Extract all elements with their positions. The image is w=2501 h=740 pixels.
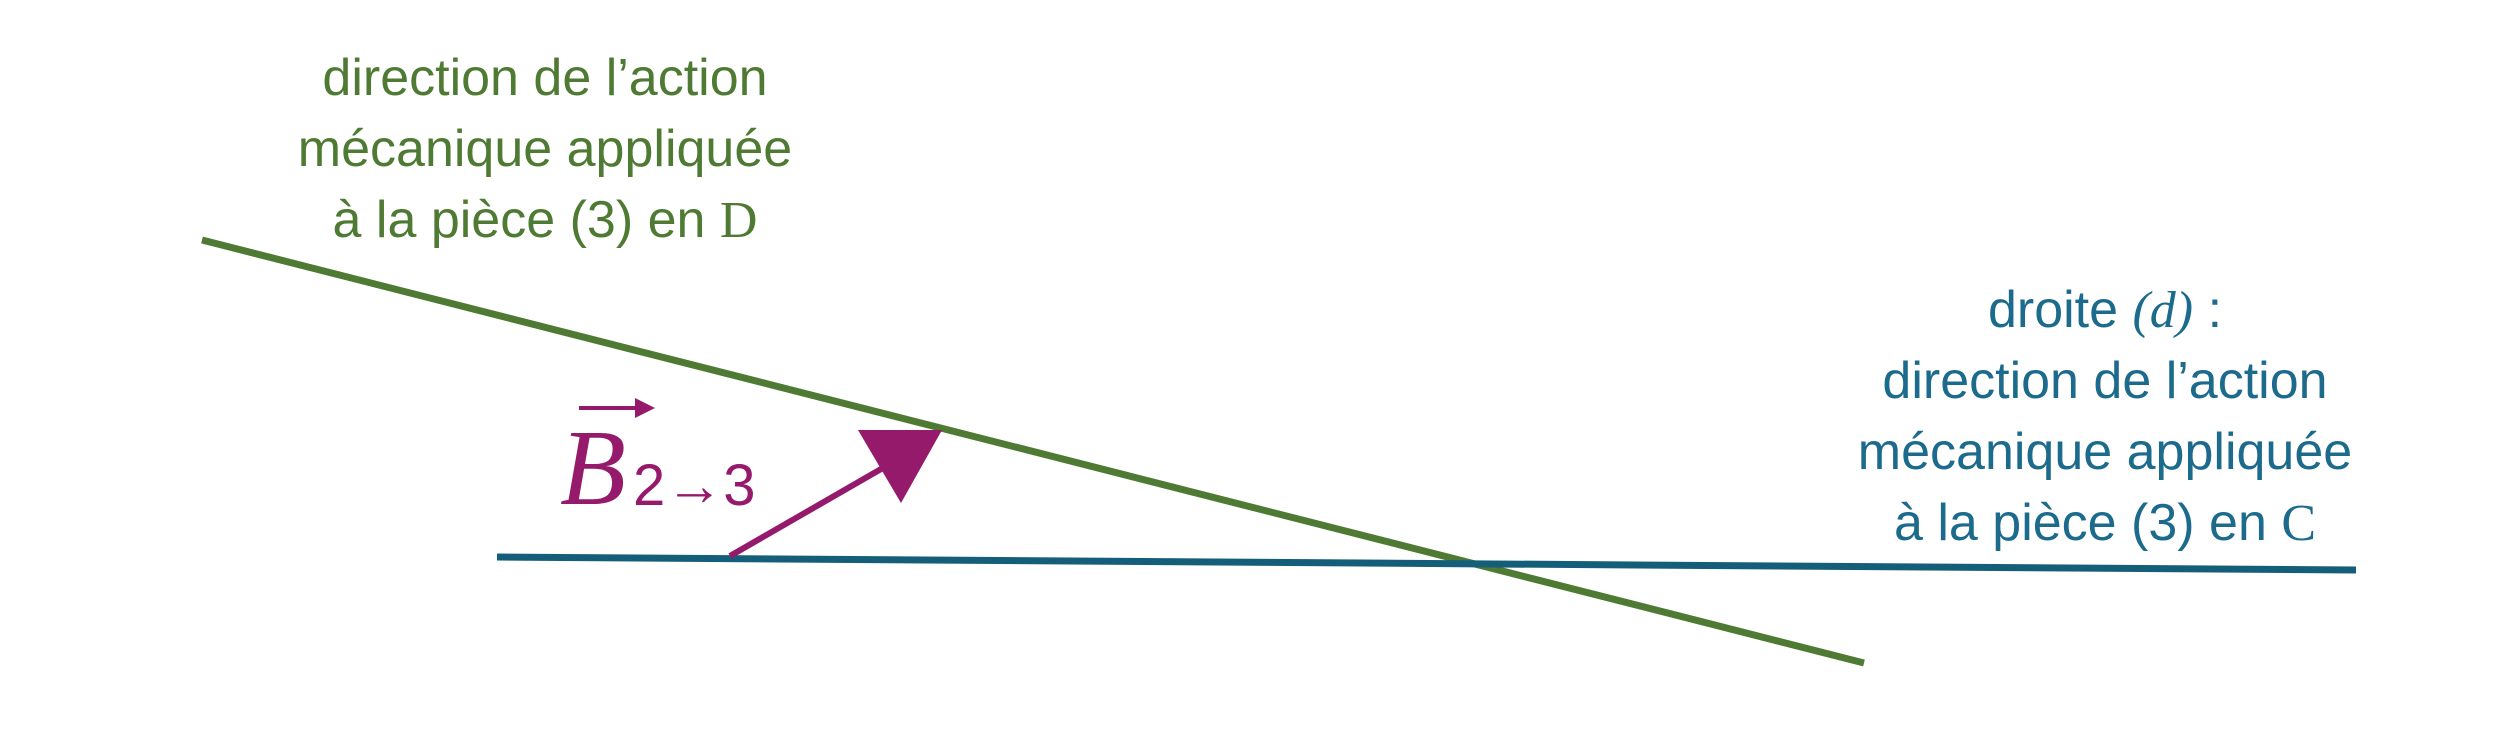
- label-d-point: D: [719, 192, 758, 249]
- vector-overarrow-icon: [579, 398, 655, 418]
- label-c-line3: mécanique appliquée: [1857, 423, 2353, 481]
- label-c-line2: direction de l’action: [1882, 352, 2328, 410]
- label-direction-c: droite (d) : direction de l’action mécan…: [1780, 275, 2430, 559]
- vector-subscript: 2→3: [633, 453, 756, 518]
- line-direction-d: [201, 236, 1865, 667]
- line-direction-c: [496, 553, 2357, 574]
- label-c-line1: droite (d) :: [1780, 275, 2430, 346]
- label-d-line3: à la pièce (3) en D: [220, 185, 870, 256]
- label-c-line4: à la pièce (3) en C: [1780, 488, 2430, 559]
- label-d-line1: direction de l’action: [322, 49, 768, 107]
- label-direction-d: direction de l’action mécanique appliqué…: [220, 43, 870, 256]
- vector-b-label: B 2→3: [555, 395, 785, 535]
- label-c-line4-text: à la pièce (3) en: [1893, 494, 2282, 552]
- label-c-symbol: (d): [2132, 282, 2194, 339]
- vector-letter: B: [560, 409, 626, 528]
- vector-b-arrowhead: [858, 430, 942, 503]
- label-d-line3-text: à la pièce (3) en: [332, 191, 720, 249]
- label-c-line1-suffix: :: [2193, 281, 2223, 339]
- label-c-line1-prefix: droite: [1987, 281, 2133, 339]
- label-c-point: C: [2281, 495, 2317, 552]
- vector-b-shaft: [728, 462, 890, 559]
- label-d-line2: mécanique appliquée: [297, 120, 793, 178]
